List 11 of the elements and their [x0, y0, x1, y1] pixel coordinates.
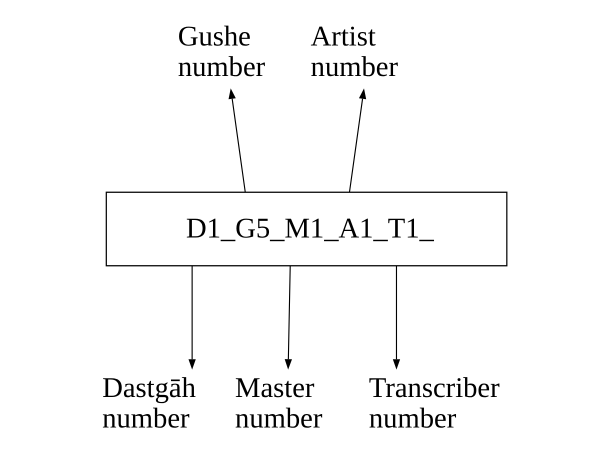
arrow — [188, 266, 196, 370]
arrow — [228, 88, 246, 192]
node-box: D1_G5_M1_A1_T1_ — [105, 192, 507, 266]
node-text: Artist number — [310, 21, 398, 84]
node-text: Dastgāh number — [102, 372, 196, 435]
arrow — [284, 266, 292, 370]
arrow — [392, 266, 400, 370]
node-text: Transcriber number — [368, 372, 500, 435]
node-text: Gushe number — [177, 21, 265, 84]
node-text: Master number — [234, 372, 322, 435]
arrow — [348, 88, 366, 192]
